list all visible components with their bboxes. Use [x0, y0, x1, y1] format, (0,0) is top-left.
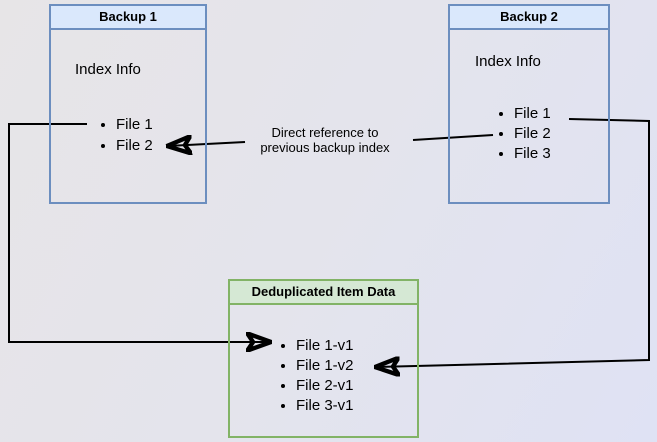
file-item: File 2-v1 [296, 376, 354, 396]
deduplicated-item-data-box: Deduplicated Item Data File 1-v1 File 1-… [228, 279, 419, 438]
direct-reference-label-line1: Direct reference to [271, 125, 379, 140]
backup1-header: Backup 1 [51, 6, 205, 30]
dedup-header: Deduplicated Item Data [230, 281, 417, 305]
file-item: File 2 [116, 135, 153, 156]
file-item: File 1-v1 [296, 336, 354, 356]
file-item: File 3-v1 [296, 396, 354, 416]
file-item: File 2 [514, 124, 551, 144]
backup1-index-label: Index Info [75, 61, 141, 78]
file-item: File 1-v2 [296, 356, 354, 376]
file-item: File 1 [116, 114, 153, 135]
backup2-box: Backup 2 Index Info File 1 File 2 File 3 [448, 4, 610, 204]
file-item: File 3 [514, 144, 551, 164]
direct-reference-label-line2: previous backup index [260, 140, 390, 155]
direct-reference-label: Direct reference to previous backup inde… [240, 125, 410, 155]
backup1-file-list: File 1 File 2 [97, 114, 153, 156]
backup2-file-list: File 1 File 2 File 3 [495, 104, 551, 164]
backup2-index-label: Index Info [475, 53, 541, 70]
file-item: File 1 [514, 104, 551, 124]
backup1-box: Backup 1 Index Info File 1 File 2 [49, 4, 207, 204]
dedup-file-list: File 1-v1 File 1-v2 File 2-v1 File 3-v1 [277, 336, 354, 416]
backup2-header: Backup 2 [450, 6, 608, 30]
